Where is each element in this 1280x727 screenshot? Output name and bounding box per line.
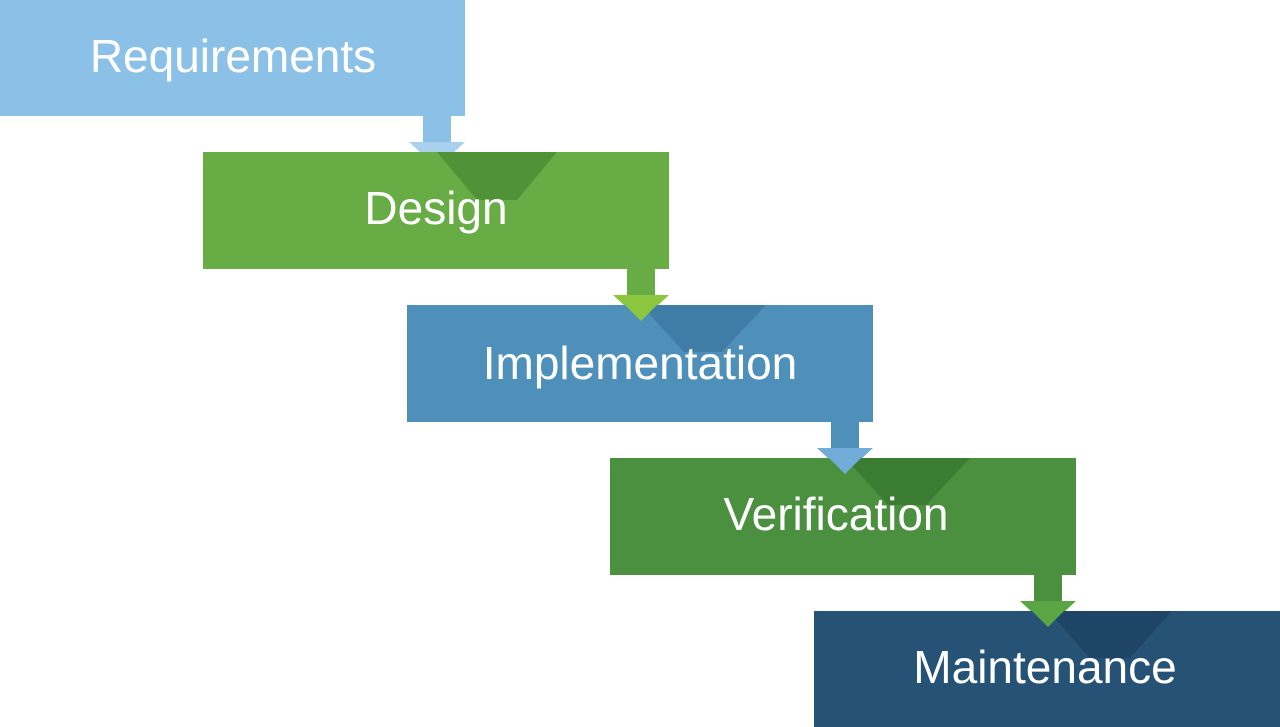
down-arrow-icon: [1032, 611, 1064, 627]
stage-label-requirements: Requirements: [90, 30, 376, 82]
connector-stem: [1034, 575, 1062, 603]
stage-label-design: Design: [364, 182, 507, 234]
stage-label-maintenance: Maintenance: [913, 641, 1176, 693]
stage-label-implementation: Implementation: [483, 337, 798, 389]
down-arrow-icon: [625, 305, 657, 321]
stage-design: Design: [203, 152, 669, 269]
stage-implementation: Implementation: [407, 305, 873, 422]
stage-box: [0, 0, 465, 116]
stage-box: [610, 458, 1076, 575]
connector-stem: [831, 422, 859, 450]
stage-box: [407, 305, 873, 422]
stage-shade: [1048, 611, 1172, 658]
stage-verification: Verification: [610, 458, 1076, 575]
stage-box: [814, 611, 1280, 727]
stage-shade: [437, 152, 557, 200]
connector-stem: [423, 116, 451, 144]
stage-shade: [641, 305, 766, 352]
stage-shade: [845, 458, 970, 505]
stage-requirements: Requirements: [0, 0, 465, 116]
stage-maintenance: Maintenance: [814, 611, 1280, 727]
stage-box: [203, 152, 669, 269]
stage-label-verification: Verification: [723, 488, 948, 540]
down-arrow-icon: [829, 458, 861, 474]
connector-stem: [627, 269, 655, 297]
